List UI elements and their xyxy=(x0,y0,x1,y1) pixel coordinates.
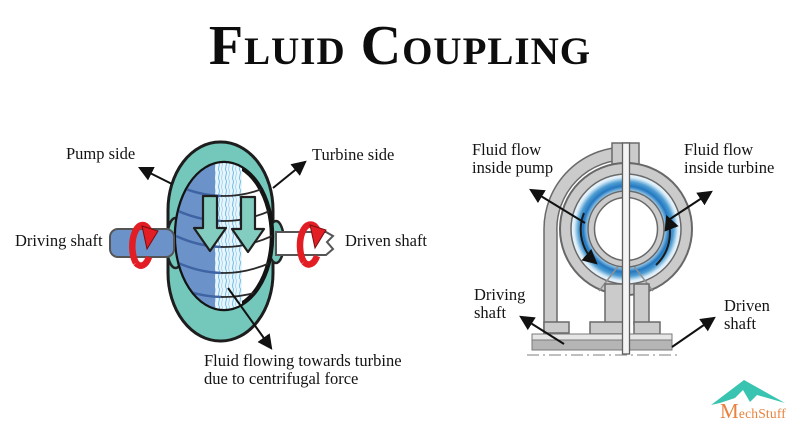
pump-side-arrow-icon xyxy=(137,166,173,185)
page-title: Fluid Coupling xyxy=(208,15,592,77)
turbine-side-arrow-icon xyxy=(272,160,307,189)
mechstuff-logo-text: MechStuff xyxy=(720,399,786,423)
label-driving-shaft-right: Driving shaft xyxy=(474,285,526,323)
flow-down-arrow-pump-icon xyxy=(192,194,228,253)
fluid-circulation-arrows xyxy=(579,212,679,266)
fluid-flow-turbine-arrow-icon xyxy=(666,190,713,222)
rotation-arrow-driven-icon xyxy=(296,221,327,268)
driving-shaft-arrow-icon xyxy=(519,315,565,345)
label-driven-shaft-right: Driven shaft xyxy=(724,296,770,334)
driven-shaft-arrow-icon xyxy=(671,316,716,348)
label-driving-shaft-left: Driving shaft xyxy=(15,231,103,250)
mechstuff-logo: MechStuff xyxy=(705,379,797,424)
mechstuff-logo-icon xyxy=(711,380,785,405)
label-driven-shaft-left: Driven shaft xyxy=(345,231,428,250)
label-pump-side: Pump side xyxy=(66,144,136,163)
label-fluid-flow-pump: Fluid flow inside pump xyxy=(472,140,554,178)
fluid-note-arrow-icon xyxy=(227,287,273,350)
label-fluid-note: Fluid flowing towards turbine due to cen… xyxy=(204,351,402,389)
label-fluid-flow-turbine: Fluid flow inside turbine xyxy=(684,140,775,178)
fluid-flow-pump-arrow-icon xyxy=(529,188,586,224)
flow-down-arrow-turbine-icon xyxy=(230,195,266,254)
right-section-diagram xyxy=(519,142,716,356)
driving-shaft-graphic xyxy=(109,228,175,258)
label-turbine-side: Turbine side xyxy=(312,145,395,164)
left-cutaway-diagram xyxy=(109,140,335,350)
center-shaft-line xyxy=(621,142,631,355)
turbine-circulation-arrow-icon xyxy=(655,214,679,266)
right-label-arrows xyxy=(519,188,716,348)
pump-circulation-arrow-icon xyxy=(579,212,598,265)
left-label-arrows xyxy=(137,160,307,350)
rotation-arrow-driving-icon xyxy=(129,221,159,269)
shaft-bars xyxy=(527,333,677,356)
pedestal xyxy=(543,283,661,335)
